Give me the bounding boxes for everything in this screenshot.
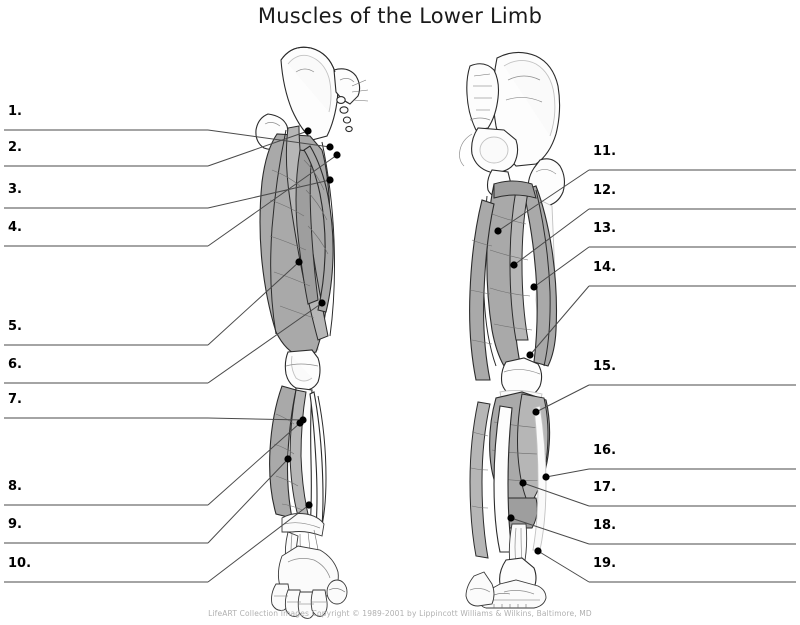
page-title: Muscles of the Lower Limb <box>257 4 543 28</box>
leader-5 <box>207 261 300 346</box>
label-number-18: 18. <box>593 518 617 533</box>
label-number-2: 2. <box>8 140 22 155</box>
leader-16 <box>545 468 590 478</box>
marker-dot-12 <box>510 261 518 269</box>
label-number-9: 9. <box>8 517 22 532</box>
label-number-5: 5. <box>8 319 22 334</box>
marker-dot-11 <box>494 227 502 235</box>
marker-dot-9 <box>284 455 292 463</box>
marker-dot-1 <box>326 143 334 151</box>
copyright-footer: LifeART Collection Images Copyright © 19… <box>208 609 592 618</box>
label-number-19: 19. <box>593 556 617 571</box>
leader-11 <box>497 169 590 232</box>
leader-4 <box>207 154 338 247</box>
label-number-12: 12. <box>593 183 617 198</box>
leader-1 <box>207 129 331 148</box>
leader-12 <box>513 208 590 266</box>
label-number-17: 17. <box>593 480 617 495</box>
marker-dot-6 <box>318 299 326 307</box>
marker-dot-16 <box>542 473 550 481</box>
label-number-1: 1. <box>8 104 22 119</box>
leader-14 <box>529 285 590 356</box>
label-number-11: 11. <box>593 144 617 159</box>
leader-8 <box>207 422 301 506</box>
label-number-13: 13. <box>593 221 617 236</box>
leader-13 <box>533 246 590 288</box>
marker-dot-4 <box>333 151 341 159</box>
leader-19 <box>537 550 590 583</box>
marker-dot-18 <box>507 514 515 522</box>
marker-dot-2 <box>304 127 312 135</box>
label-number-14: 14. <box>593 260 617 275</box>
leader-7 <box>207 417 304 421</box>
marker-dot-10 <box>305 501 313 509</box>
leader-6 <box>207 302 323 384</box>
marker-dot-5 <box>295 258 303 266</box>
marker-dot-14 <box>526 351 534 359</box>
marker-dot-17 <box>519 479 527 487</box>
leader-3 <box>207 179 331 209</box>
marker-dot-13 <box>530 283 538 291</box>
marker-dot-8 <box>296 419 304 427</box>
leader-10 <box>207 504 310 583</box>
leader-15 <box>535 384 590 413</box>
label-number-3: 3. <box>8 182 22 197</box>
leader-18 <box>510 517 590 545</box>
label-number-8: 8. <box>8 479 22 494</box>
marker-dot-15 <box>532 408 540 416</box>
label-number-10: 10. <box>8 556 32 571</box>
label-number-15: 15. <box>593 359 617 374</box>
label-number-7: 7. <box>8 392 22 407</box>
leader-17 <box>522 482 590 507</box>
marker-dots <box>284 127 550 555</box>
marker-dot-19 <box>534 547 542 555</box>
leader-9 <box>207 458 289 544</box>
leader-2 <box>207 130 309 167</box>
label-number-4: 4. <box>8 220 22 235</box>
label-number-6: 6. <box>8 357 22 372</box>
marker-dot-3 <box>326 176 334 184</box>
label-number-16: 16. <box>593 443 617 458</box>
